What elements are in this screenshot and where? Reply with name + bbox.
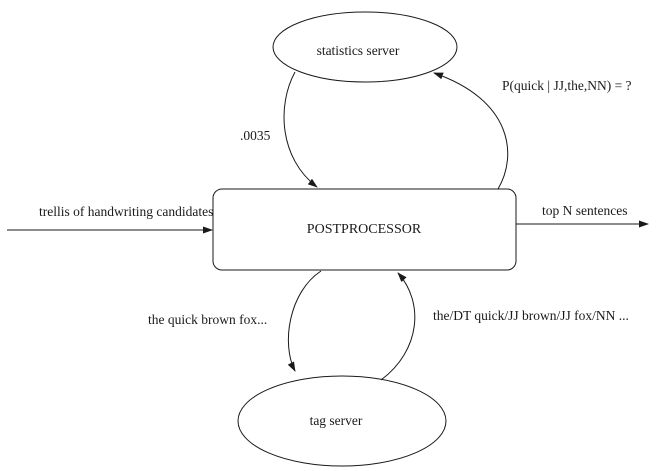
- tag-query-label: the quick brown fox...: [148, 312, 267, 327]
- tag-server-node: [237, 375, 447, 467]
- output-arrow-label: top N sentences: [542, 203, 627, 218]
- tag-to-postprocessor-arrow: [380, 272, 416, 381]
- stats-response-label: .0035: [240, 128, 271, 143]
- statistics-server-label: statistics server: [317, 43, 400, 58]
- input-arrow-label: trellis of handwriting candidates: [39, 204, 213, 219]
- stats-query-label: P(quick | JJ,the,NN) = ?: [502, 78, 632, 93]
- tag-response-label: the/DT quick/JJ brown/JJ fox/NN ...: [433, 308, 629, 323]
- postprocessor-label: POSTPROCESSOR: [307, 222, 422, 237]
- stats-to-postprocessor-arrow: [283, 71, 318, 188]
- postprocessor-to-tag-arrow: [287, 270, 322, 372]
- postprocessor-to-stats-arrow: [433, 72, 509, 190]
- tag-server-label: tag server: [310, 413, 363, 428]
- postprocessor-node: [212, 188, 517, 271]
- statistics-server-node: [272, 11, 458, 83]
